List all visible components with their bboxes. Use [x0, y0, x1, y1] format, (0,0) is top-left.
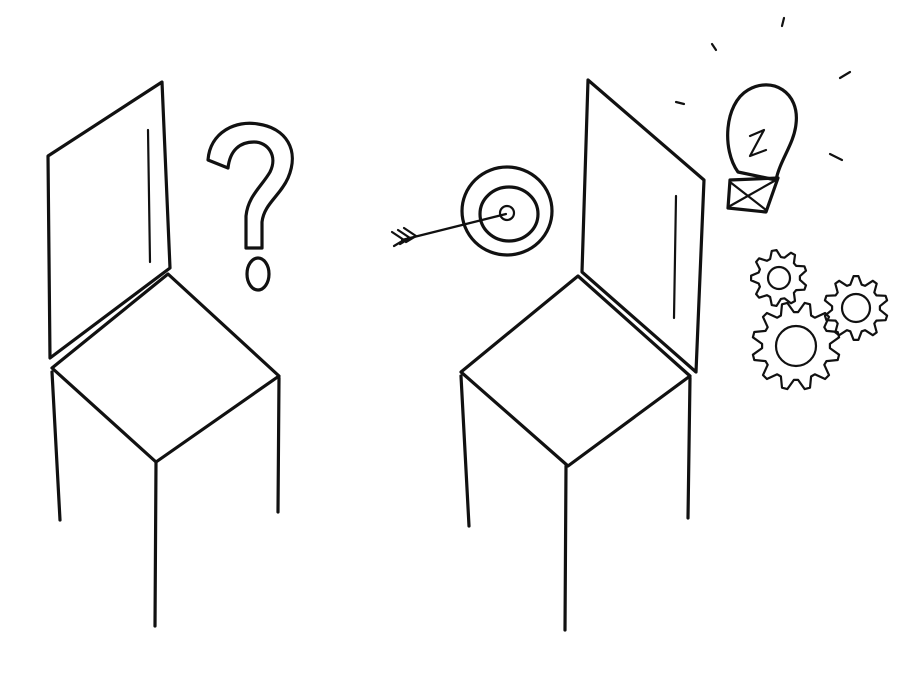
chair-right-backrest: [580, 78, 706, 374]
arrow-fletch-1: [390, 230, 406, 248]
chair-left-seat: [50, 272, 281, 464]
gear-small-hole: [766, 265, 792, 291]
gears-icon: [750, 249, 889, 391]
gear-right-hole: [840, 292, 872, 324]
lightbulb-glass: [726, 83, 798, 182]
gear-right-body: [823, 275, 889, 341]
question-mark-hook: [206, 121, 294, 250]
arrow-shaft: [400, 212, 508, 242]
gear-small-icon: [750, 249, 808, 307]
arrow-fletch-2: [396, 228, 412, 246]
gear-right-icon: [823, 275, 889, 341]
lightbulb-base: [726, 176, 780, 214]
lightbulb-ray-3: [838, 70, 852, 80]
lightbulb-ray-1: [710, 42, 718, 52]
lightbulb-ray-5: [828, 152, 844, 162]
chair-right-icon: [459, 78, 706, 632]
target-bullseye: [498, 204, 516, 222]
lightbulb-icon: [674, 16, 852, 214]
question-mark-dot: [245, 256, 271, 292]
target-middle-ring: [478, 185, 540, 243]
gear-large-icon: [751, 301, 841, 391]
gear-large-body: [751, 301, 841, 391]
gear-small-body: [750, 249, 808, 307]
chair-left-leg-back-right: [276, 376, 281, 514]
chair-right-leg-front: [563, 464, 568, 632]
chair-right-leg-back-right: [686, 376, 692, 520]
chair-left-leg-front: [153, 460, 158, 628]
gear-large-hole: [774, 324, 818, 368]
arrow-icon: [390, 212, 508, 248]
chair-left-icon: [46, 80, 281, 628]
target-outer-ring: [460, 165, 554, 257]
question-mark-icon: [206, 121, 294, 292]
target-icon: [460, 165, 554, 257]
chair-left-backrest-slit: [146, 128, 152, 264]
lightbulb-base-cross-2: [728, 178, 778, 208]
chair-left-backrest: [46, 80, 172, 360]
chair-right-leg-back-left: [459, 374, 471, 528]
chair-left-leg-back-left: [50, 370, 62, 522]
lightbulb-filament: [748, 128, 768, 158]
lightbulb-ray-4: [674, 100, 686, 106]
arrow-fletch-3: [402, 226, 418, 244]
chair-right-backrest-slit: [672, 194, 678, 320]
lightbulb-ray-2: [780, 16, 786, 28]
chair-right-seat: [459, 274, 692, 468]
